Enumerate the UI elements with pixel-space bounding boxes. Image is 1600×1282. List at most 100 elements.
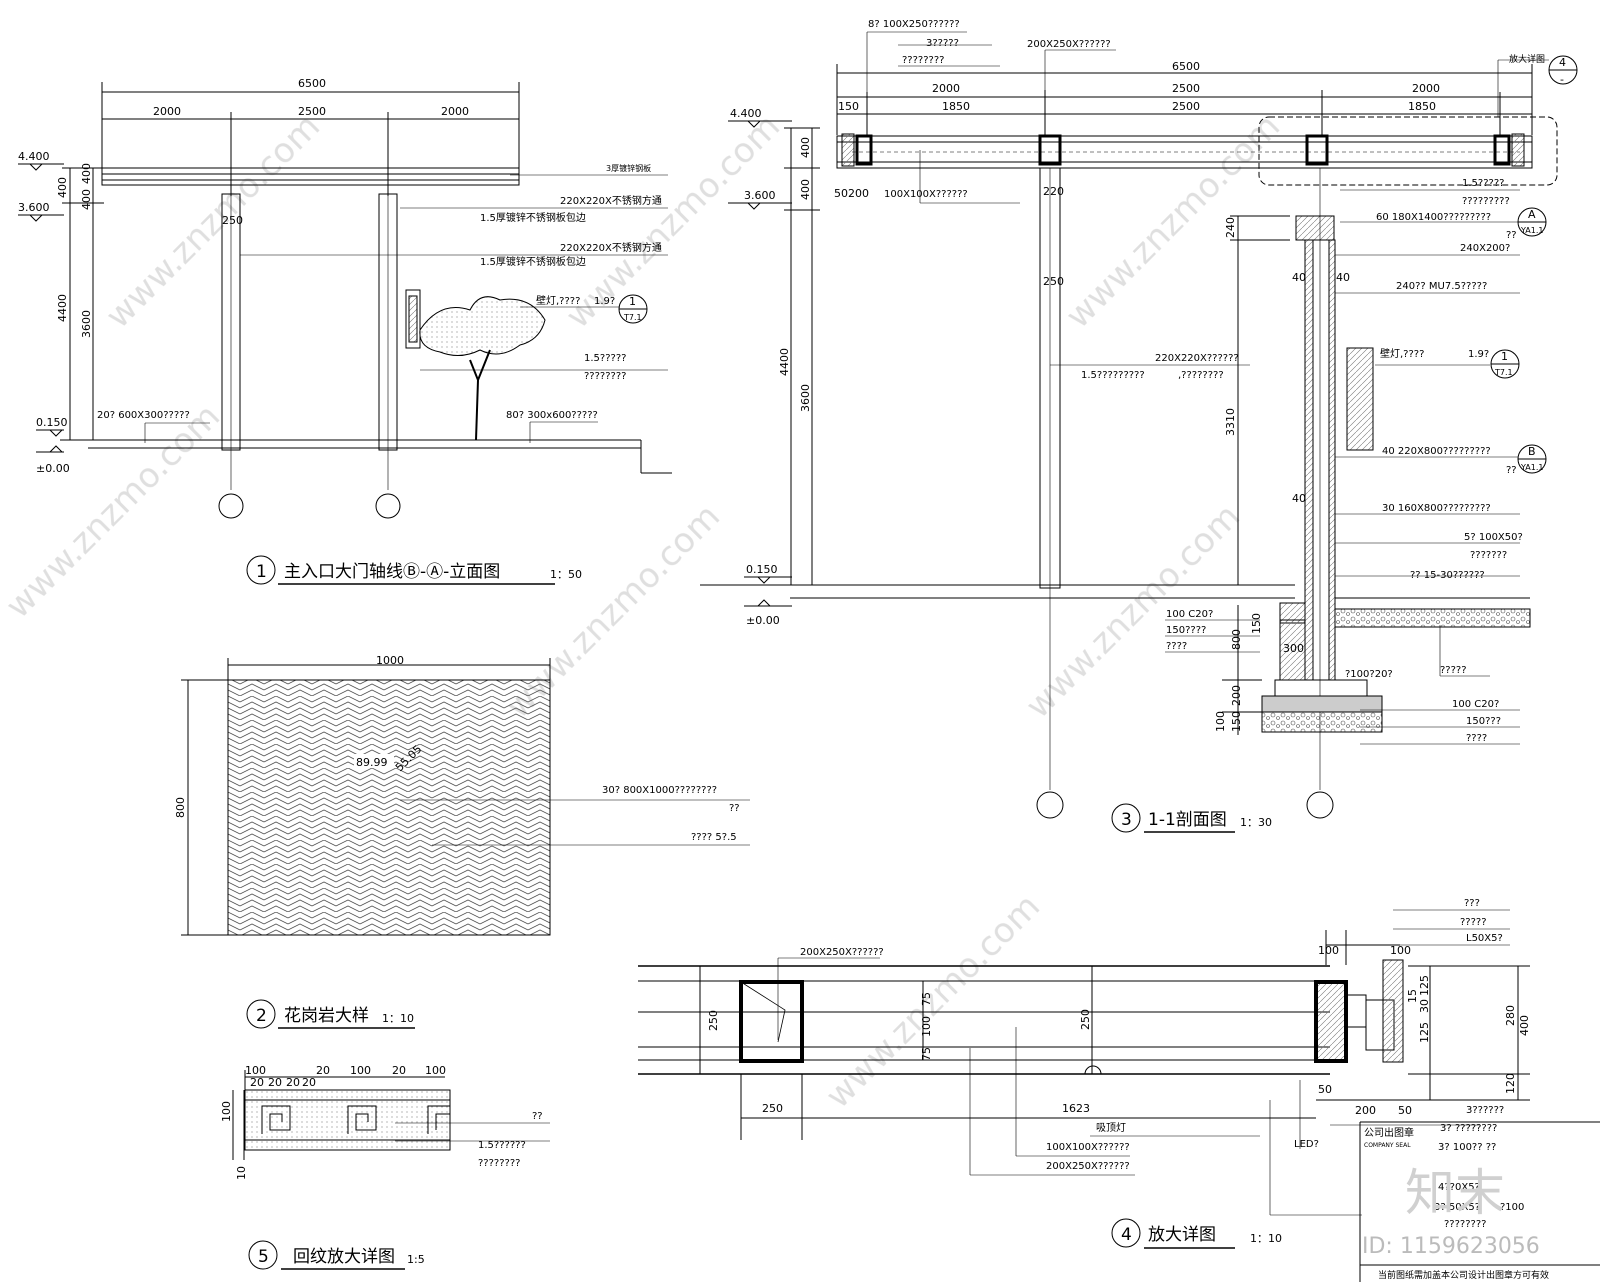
note: ?????: [1460, 917, 1487, 928]
dim: 40: [1336, 271, 1350, 284]
dim-h: 800: [174, 797, 187, 818]
dim: 50: [834, 187, 848, 200]
dim: 1623: [1062, 1102, 1090, 1115]
note: 1.5厚镀锌不锈钢板包边: [480, 211, 586, 224]
dim: 50: [1398, 1104, 1412, 1117]
note: 1.5?????: [1462, 178, 1504, 189]
note: 3?????: [926, 38, 959, 49]
note: 100X100X??????: [1046, 1142, 1130, 1153]
watermark-site: www.znzmo.com: [98, 106, 328, 336]
level-mid: 3.600: [744, 189, 776, 202]
view-num: 4: [1121, 1225, 1132, 1245]
view-3-text: 8? 100X250?????? 3????? ???????? 200X250…: [730, 19, 1566, 830]
callout-num: 1: [1501, 350, 1508, 363]
dim: 300: [1283, 642, 1304, 655]
note: ?????????: [1462, 196, 1510, 207]
dim: 400: [1518, 1015, 1531, 1036]
watermark-site: www.znzmo.com: [818, 886, 1048, 1116]
view-5-fret: [232, 1070, 550, 1270]
dim-total: 6500: [1172, 60, 1200, 73]
view-2-text: 1000 800 89.99 55.05 30? 800X1000???????…: [174, 654, 740, 1026]
dim: 150: [838, 100, 859, 113]
view-scale: 1：30: [1240, 816, 1272, 829]
view-title: 花岗岩大样: [284, 1006, 369, 1026]
note: 3? 50X5?: [1434, 1202, 1480, 1213]
note: LED?: [1294, 1139, 1319, 1150]
dim: 20: [286, 1076, 300, 1089]
dim-h: 400: [80, 163, 93, 184]
dim: 40: [1292, 492, 1306, 505]
dim-h: 4400: [56, 294, 69, 322]
dim: 250: [1043, 275, 1064, 288]
dim: 100: [920, 1016, 933, 1037]
callout-sheet: -: [1560, 73, 1564, 86]
dim: 2500: [1172, 82, 1200, 95]
view-num: 2: [256, 1006, 267, 1026]
watermark-brand: 知末: [1405, 1164, 1505, 1222]
level-low: 0.150: [36, 416, 68, 429]
level-top: 4.400: [18, 150, 50, 163]
footer-note: 当前图纸需加盖本公司设计出图章方可有效: [1378, 1269, 1549, 1281]
level-mid: 3.600: [18, 201, 50, 214]
view-3-section: [700, 31, 1578, 833]
note: ???????: [1470, 550, 1507, 561]
note: ????: [1166, 641, 1187, 652]
dim: 200: [1355, 1104, 1376, 1117]
note: 80? 300x600?????: [506, 410, 598, 421]
dim: 40: [1292, 271, 1306, 284]
note: 40 220X800?????????: [1382, 446, 1491, 457]
dim: 250: [1079, 1009, 1092, 1030]
dim: 75: [920, 1047, 933, 1061]
note: 3? 100?? ??: [1438, 1142, 1496, 1153]
note: 220X220X不锈钢方通: [560, 194, 662, 207]
dim: 100: [1318, 944, 1339, 957]
note: ?????: [1440, 665, 1467, 676]
dim: 20: [316, 1064, 330, 1077]
note: ??: [1506, 230, 1517, 241]
dim-h: 400: [56, 177, 69, 198]
note: 4??0X5?: [1438, 1182, 1480, 1193]
note: 3??????: [1466, 1105, 1504, 1116]
note: 200X250X??????: [800, 947, 884, 958]
note: 150????: [1166, 625, 1206, 636]
note: 240?? MU7.5?????: [1396, 281, 1487, 292]
view-1-text: 6500 2000 2500 2000 250 4400 3600 400 40…: [18, 77, 662, 582]
note: ????????: [478, 1158, 520, 1169]
note: 240X200?: [1460, 243, 1510, 254]
dim: 30: [1418, 999, 1431, 1013]
dim: 20: [250, 1076, 264, 1089]
note: ??: [1506, 465, 1517, 476]
view-1-elevation: [18, 82, 672, 585]
view-num: 1: [256, 562, 267, 582]
callout-sheet: YA1.1: [1520, 463, 1543, 472]
note: ???: [1464, 898, 1480, 909]
dim: 125: [1418, 975, 1431, 996]
view-4-detail: [638, 909, 1530, 1249]
dim-h: 4400: [778, 348, 791, 376]
dim-h: 3310: [1224, 408, 1237, 436]
dim: 10: [235, 1166, 248, 1180]
dim: 100: [425, 1064, 446, 1077]
dim-span: 2500: [298, 105, 326, 118]
callout-num: 4: [1559, 56, 1566, 69]
callout-sheet: T7.1: [1494, 368, 1513, 377]
watermark-layer: www.znzmo.com www.znzmo.com www.znzmo.co…: [0, 106, 1288, 1116]
note: 20? 600X300?????: [97, 410, 190, 421]
dim: 2000: [932, 82, 960, 95]
dim: 20: [302, 1076, 316, 1089]
note: 150???: [1466, 716, 1501, 727]
note: 1.9?: [594, 296, 615, 307]
callout-num: 1: [629, 295, 636, 308]
view-title: 主入口大门轴线Ⓑ-Ⓐ-立面图: [284, 562, 500, 582]
view-5-text: 100 20 100 20 100 20 20 20 20 100 10 ?? …: [220, 1064, 543, 1267]
note: ,????????: [1178, 370, 1224, 381]
note: ?100: [1500, 1202, 1524, 1213]
view-title: 1-1剖面图: [1148, 810, 1227, 830]
level-zero: ±0.00: [746, 614, 780, 627]
dim: 100: [1214, 711, 1227, 732]
angle-label-bg: [354, 754, 394, 768]
view-scale: 1：50: [550, 568, 582, 581]
dim-span: 2000: [153, 105, 181, 118]
dim: 800: [1230, 629, 1243, 650]
callout-sheet: YA1.1: [1520, 226, 1543, 235]
